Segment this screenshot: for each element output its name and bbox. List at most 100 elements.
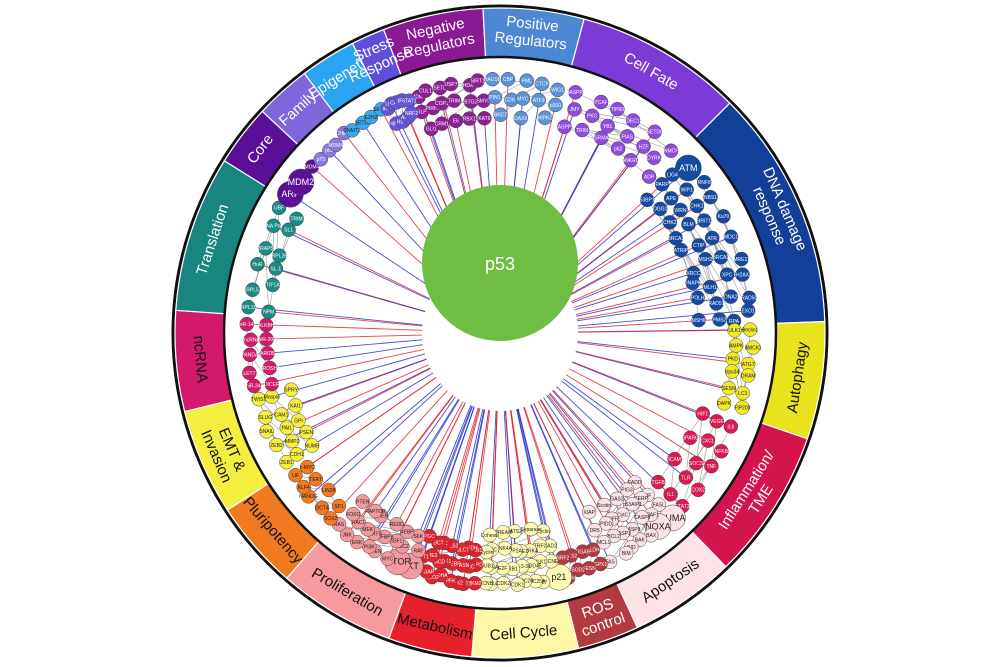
gene-node xyxy=(272,248,287,263)
gene-node-label: CDC25A xyxy=(526,579,546,585)
gene-node xyxy=(704,230,720,246)
gene-node xyxy=(279,420,295,435)
gene-node-label: PLK1 xyxy=(534,559,546,565)
cluster-edge xyxy=(697,426,732,490)
gene-node xyxy=(242,365,257,381)
gene-node xyxy=(574,122,590,138)
gene-node xyxy=(404,106,419,121)
gene-node-label: BRIT1 xyxy=(697,218,711,224)
gene-node-label: NBS1 xyxy=(704,195,717,201)
gene-node xyxy=(557,119,572,135)
gene-node-label: PTEN xyxy=(368,549,382,555)
gene-node-label: LIG4 xyxy=(667,172,678,178)
gene-node-label: NFKB xyxy=(715,449,729,455)
gene-node-label: SESN xyxy=(582,566,596,572)
gene-node xyxy=(534,76,550,92)
gene-node-label: CASP9 xyxy=(624,527,641,533)
gene-node-label: COX2 xyxy=(691,488,705,494)
p53-edge xyxy=(373,398,459,534)
gene-node-label: SETD8 xyxy=(647,130,663,136)
gene-node-label: MDM2 xyxy=(288,177,315,187)
gene-node-label: CCNE xyxy=(544,559,559,565)
gene-node xyxy=(709,296,724,311)
p53-edge xyxy=(577,342,749,365)
p53-edge xyxy=(330,390,448,519)
gene-node-label: PGC xyxy=(424,534,435,540)
gene-node-label: p53AIP1 xyxy=(623,502,642,508)
gene-node-label: HAUSP xyxy=(484,77,502,83)
gene-node-label: p300 xyxy=(550,103,561,109)
gene-node-label: Cyclin xyxy=(480,550,494,556)
gene-node xyxy=(284,433,300,449)
gene-node xyxy=(243,332,259,348)
gene-node xyxy=(700,433,716,448)
gene-node-label: NRF2 xyxy=(405,111,418,117)
gene-node-label: Separase xyxy=(520,527,542,533)
gene-node-label: MSH2 xyxy=(699,257,713,263)
gene-node xyxy=(477,111,492,126)
gene-node-label: RPL5 xyxy=(246,288,259,294)
gene-node-label: SCO2 xyxy=(425,575,439,581)
gene-node-label: MRE11 xyxy=(733,257,750,263)
cluster-edge xyxy=(617,108,672,152)
gene-node-label: CDK1 xyxy=(511,582,525,588)
gene-node-label: DICER xyxy=(264,382,280,388)
gene-node-label: OGG1 xyxy=(653,207,668,213)
p53-edge xyxy=(253,348,424,387)
gene-node xyxy=(619,129,635,144)
gene-node xyxy=(654,177,670,192)
gene-node-label: MLH1 xyxy=(703,285,717,291)
gene-node xyxy=(712,312,727,327)
gene-node-label: FADD xyxy=(628,480,642,486)
gene-node-label: ANKRD xyxy=(622,158,640,164)
gene-node xyxy=(304,438,320,453)
p53-edge xyxy=(311,166,442,282)
gene-node xyxy=(493,107,508,122)
gene-node xyxy=(418,83,433,98)
gene-node-label: MCD xyxy=(434,559,446,565)
gene-node xyxy=(690,482,706,498)
gene-node-label: TSC2 xyxy=(396,544,409,550)
p53-edge xyxy=(574,272,694,311)
cluster-edge xyxy=(257,207,280,265)
gene-node-label: STAT1 xyxy=(402,99,417,105)
gene-node-label: SREBP xyxy=(444,561,462,567)
cluster-edge xyxy=(265,248,269,312)
cluster-edge xyxy=(682,463,697,507)
gene-node xyxy=(745,340,761,355)
gene-node-label: DNMT1 xyxy=(343,128,360,134)
gene-node-label: EZH2 xyxy=(365,115,378,121)
gene-node-label: Scotin xyxy=(597,503,611,509)
gene-node-label: GPX1 xyxy=(594,562,608,568)
gene-node xyxy=(662,215,678,230)
gene-node-label: PIDD xyxy=(600,521,612,527)
cluster-edge xyxy=(697,440,709,490)
p53-edge xyxy=(273,225,430,301)
gene-node xyxy=(593,94,609,110)
gene-node xyxy=(663,191,679,206)
gene-node-label: RB1 xyxy=(508,567,518,573)
gene-node xyxy=(719,267,735,282)
gene-node xyxy=(515,91,531,106)
gene-node-label: FIP200 xyxy=(734,405,750,411)
cluster-edge xyxy=(730,236,750,298)
gene-node-label: IGFBP3 xyxy=(376,535,394,541)
gene-node-label: AURKA xyxy=(521,549,539,555)
gene-node-label: JNK xyxy=(342,533,352,539)
gene-node-label: ZEB1 xyxy=(280,460,293,466)
p53-edge xyxy=(275,268,426,312)
gene-node xyxy=(531,92,546,108)
gene-node xyxy=(696,213,712,228)
gene-node-label: IL6 xyxy=(727,424,734,430)
p53-edge xyxy=(562,378,675,460)
gene-node xyxy=(704,458,719,474)
gene-node xyxy=(723,229,739,245)
p53-edge xyxy=(577,341,733,360)
gene-node-label: iASPP xyxy=(568,90,583,96)
gene-node xyxy=(269,437,284,453)
gene-node-label: OCT4 xyxy=(315,506,329,512)
gene-node xyxy=(313,152,329,167)
gene-node xyxy=(470,73,485,88)
gene-node-label: APAF1 xyxy=(643,512,659,518)
